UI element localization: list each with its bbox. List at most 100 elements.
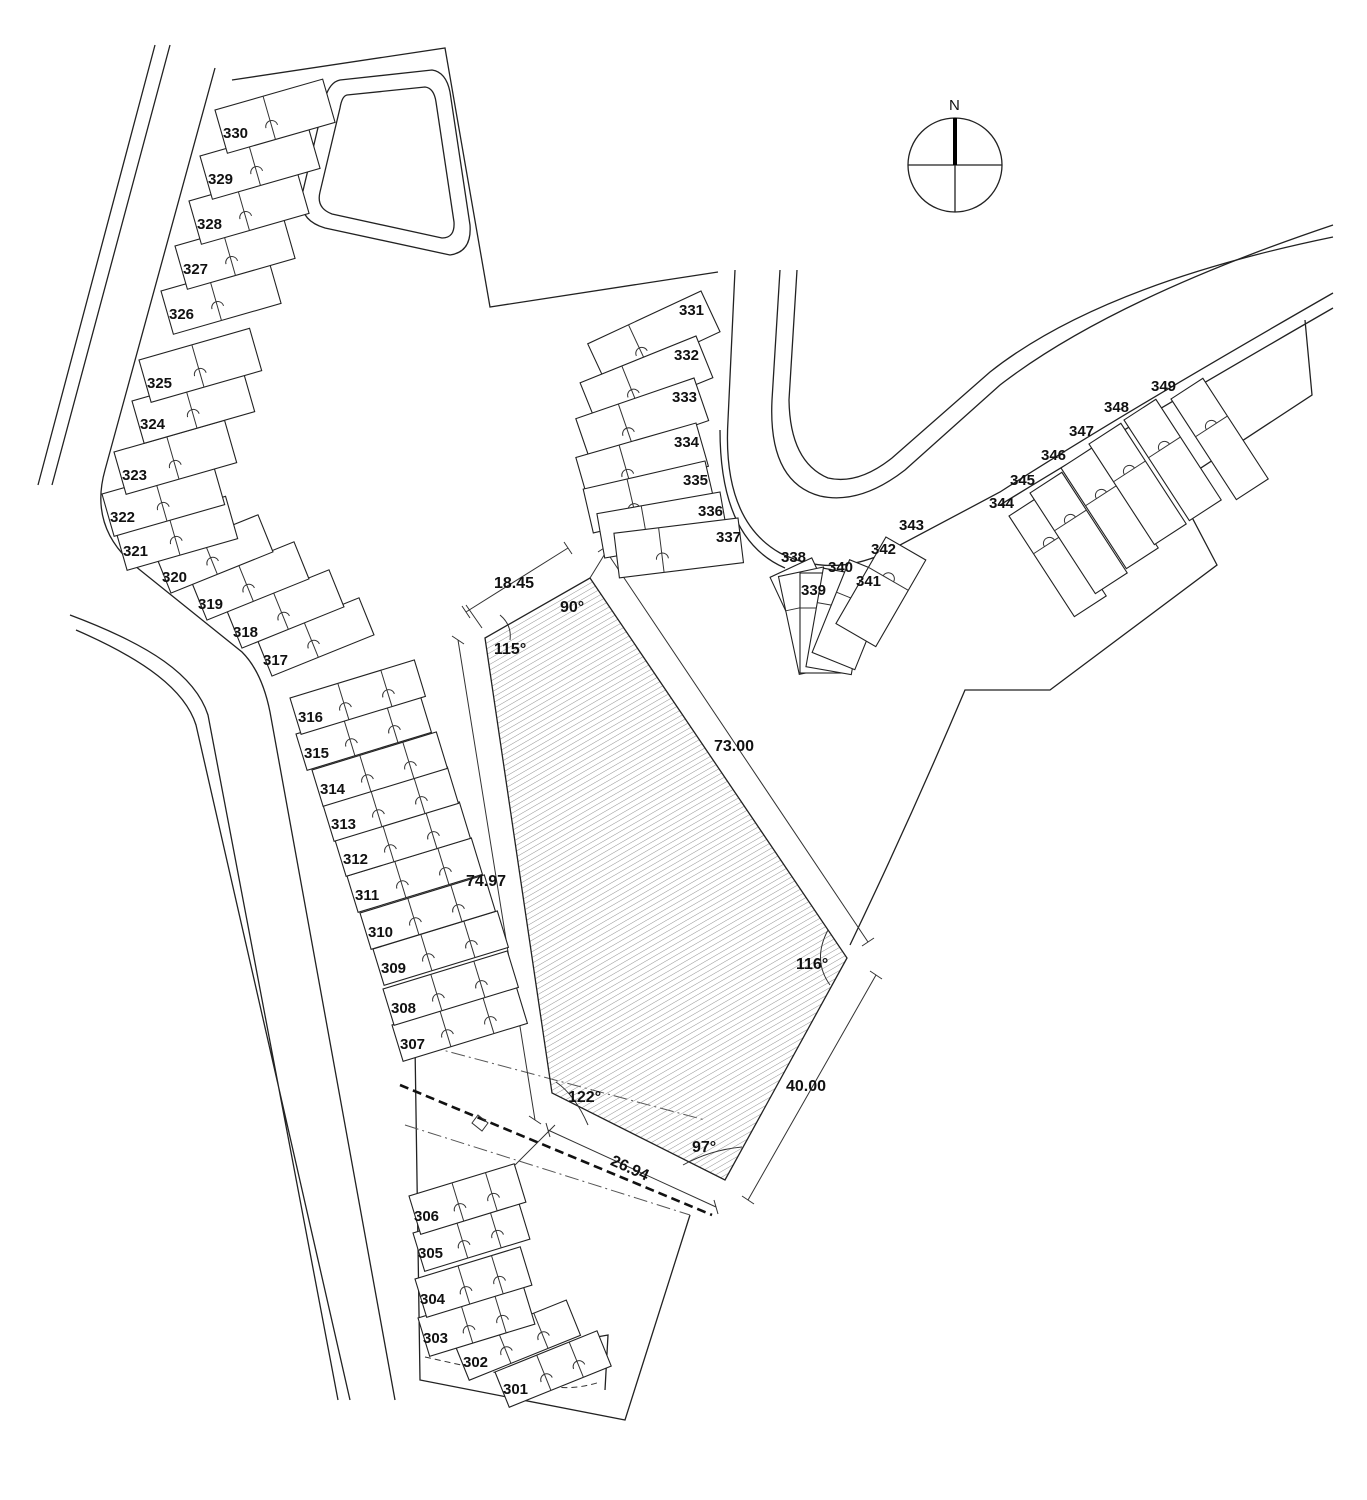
lot-number: 312 xyxy=(343,851,368,868)
lot-number: 348 xyxy=(1104,399,1129,416)
door-swing-icon xyxy=(168,459,182,469)
lot-divider xyxy=(1148,436,1181,459)
door-swing-icon xyxy=(459,1286,473,1295)
lot-outline xyxy=(311,731,449,808)
door-swing-icon xyxy=(339,702,352,711)
lot-divider xyxy=(370,790,383,827)
door-swing-icon xyxy=(156,501,170,511)
lot-divider xyxy=(222,232,236,276)
lot-divider xyxy=(380,670,393,707)
lot-divider xyxy=(430,974,443,1011)
lot-outline xyxy=(494,1330,612,1408)
door-swing-icon xyxy=(388,725,401,734)
lot-divider xyxy=(439,1010,452,1047)
lot-cells xyxy=(101,78,1269,1408)
lot-divider xyxy=(568,1341,584,1378)
lot-number: 310 xyxy=(368,924,393,941)
lot-divider xyxy=(407,898,420,935)
lot-divider xyxy=(658,527,665,573)
door-swing-icon xyxy=(1094,488,1107,499)
lot-divider xyxy=(184,385,198,429)
dim-bottom: 26.94 xyxy=(608,1153,652,1185)
door-swing-icon xyxy=(384,844,397,853)
lot-number: 340 xyxy=(828,559,853,576)
lot-number: 314 xyxy=(320,781,346,798)
lot-number: 346 xyxy=(1041,447,1066,464)
lot-348 xyxy=(1123,398,1222,522)
lot-divider xyxy=(402,742,415,779)
lot-345 xyxy=(1029,471,1128,595)
angle-top-right: 90° xyxy=(560,599,584,616)
lot-divider xyxy=(302,620,319,658)
lot-number: 305 xyxy=(418,1245,443,1262)
door-swing-icon xyxy=(484,1016,497,1025)
lot-outline xyxy=(1029,471,1128,595)
lot-divider xyxy=(1113,460,1146,483)
dim-right-lower: 40.00 xyxy=(786,1078,826,1095)
door-swing-icon xyxy=(361,774,374,783)
lot-number: 308 xyxy=(391,1000,416,1017)
lot-number: 329 xyxy=(208,171,233,188)
lot-divider xyxy=(262,96,276,140)
lot-number: 339 xyxy=(801,582,826,599)
lot-divider xyxy=(413,777,426,814)
lot-divider xyxy=(482,997,495,1034)
door-swing-icon xyxy=(427,831,440,840)
lot-outline xyxy=(1123,398,1222,522)
door-swing-icon xyxy=(396,880,409,889)
door-swing-icon xyxy=(422,953,435,962)
lot-outline xyxy=(613,517,745,579)
lot-number: 347 xyxy=(1069,423,1094,440)
door-swing-icon xyxy=(621,468,635,478)
lot-divider xyxy=(489,1209,502,1249)
door-swing-icon xyxy=(193,367,207,377)
lot-337 xyxy=(613,517,745,579)
lot-outline xyxy=(835,536,927,648)
lot-314 xyxy=(311,731,449,808)
lot-divider xyxy=(868,566,909,591)
angle-right: 116° xyxy=(796,956,828,973)
lot-divider xyxy=(166,436,180,480)
door-swing-icon xyxy=(404,761,417,770)
lot-divider xyxy=(473,961,486,998)
lot-divider xyxy=(425,812,438,849)
lot-number: 335 xyxy=(683,472,708,489)
lot-number: 315 xyxy=(304,745,329,762)
lot-divider xyxy=(494,1294,507,1334)
lot-divider xyxy=(455,1219,469,1259)
door-swing-icon xyxy=(382,689,395,698)
door-swing-icon xyxy=(453,1203,467,1212)
lot-number: 332 xyxy=(674,347,699,364)
lot-301 xyxy=(494,1330,612,1408)
door-swing-icon xyxy=(452,904,465,913)
lot-number: 326 xyxy=(169,306,194,323)
lot-divider xyxy=(451,1182,465,1222)
lot-number: 318 xyxy=(233,624,258,641)
lot-316 xyxy=(289,659,427,736)
dimension-labels: 18.45 74.97 73.00 40.00 26.94 90° 115° 1… xyxy=(466,575,828,1185)
lot-divider xyxy=(536,1354,552,1391)
lot-divider xyxy=(463,921,476,958)
door-swing-icon xyxy=(537,1331,550,1341)
angle-bottom-left: 122° xyxy=(568,1089,601,1106)
door-swing-icon xyxy=(1063,513,1076,524)
door-swing-icon xyxy=(500,1346,513,1356)
roads xyxy=(37,44,1334,1401)
door-swing-icon xyxy=(242,583,255,593)
lot-number: 342 xyxy=(871,541,896,558)
door-swing-icon xyxy=(540,1373,553,1383)
dim-top: 18.45 xyxy=(494,575,534,592)
door-swing-icon xyxy=(1157,440,1170,451)
lot-number: 349 xyxy=(1151,378,1176,395)
lot-311 xyxy=(346,837,484,914)
door-swing-icon xyxy=(206,556,219,566)
door-swing-icon xyxy=(1122,464,1135,475)
lot-outline xyxy=(359,874,497,951)
lot-divider xyxy=(460,1304,474,1344)
lot-number: 313 xyxy=(331,816,356,833)
lot-number: 323 xyxy=(122,467,147,484)
north-label: N xyxy=(949,97,960,114)
lot-divider xyxy=(420,934,433,971)
lot-number: 302 xyxy=(463,1354,488,1371)
